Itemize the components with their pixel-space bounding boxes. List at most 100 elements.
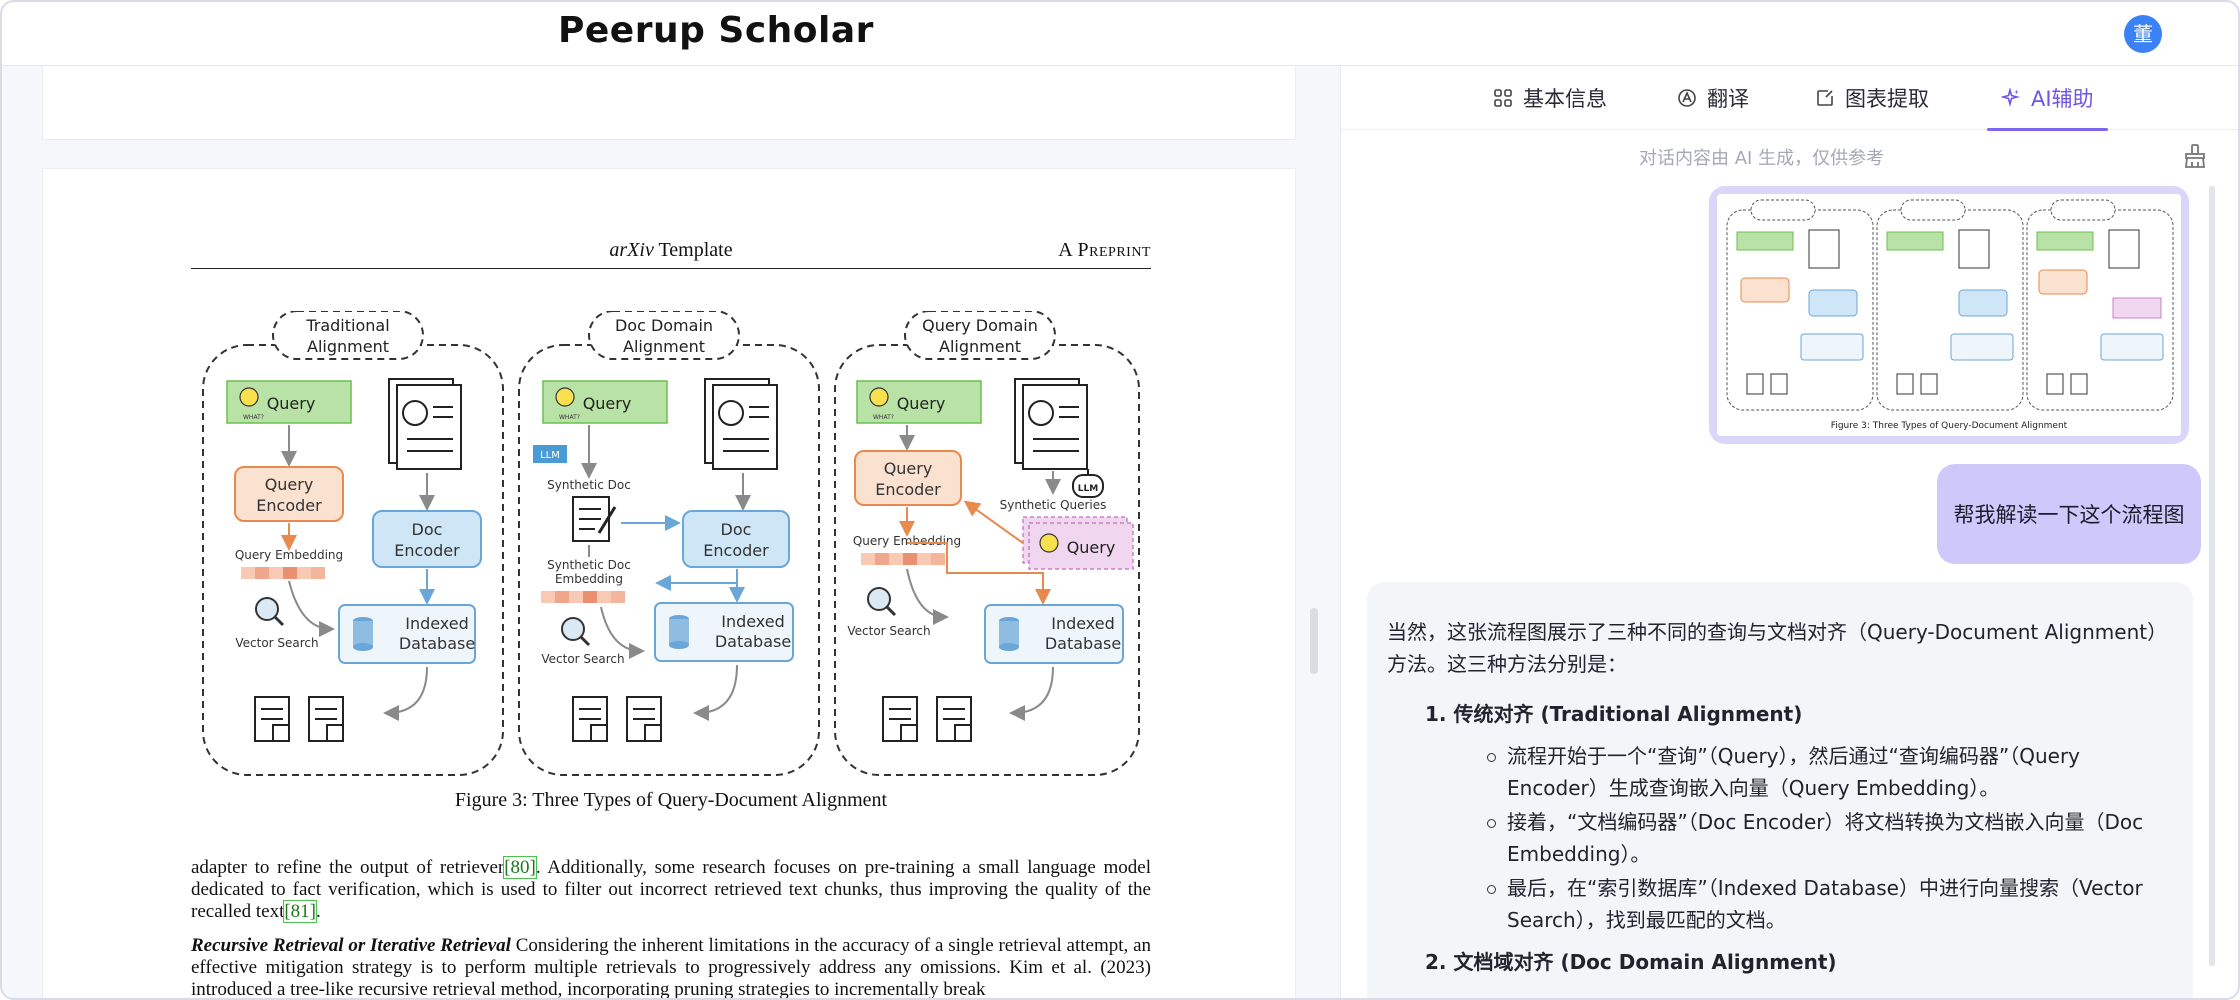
sparkle-icon	[1999, 86, 2021, 108]
chat-scrollbar[interactable]	[2209, 186, 2215, 966]
tab-translate[interactable]: 翻译	[1677, 66, 1749, 130]
panel3-result-docs	[882, 696, 972, 742]
svg-text:Vector Search: Vector Search	[235, 636, 318, 650]
svg-text:Query: Query	[1067, 538, 1116, 557]
svg-text:Embedding: Embedding	[555, 572, 623, 586]
ai-bullet: 流程开始于一个“查询”（Query），然后通过“查询编码器”（Query Enc…	[1487, 740, 2173, 804]
lightbulb-icon	[239, 387, 259, 407]
panel1-document-icon	[388, 378, 462, 470]
ai-response-message: 当然，这张流程图展示了三种不同的查询与文档对齐（Query-Document A…	[1367, 582, 2193, 998]
figure-caption: Figure 3: Three Types of Query-Document …	[454, 789, 888, 811]
paragraph-1: adapter to refine the output of retrieve…	[191, 856, 1152, 923]
svg-text:LLM: LLM	[540, 450, 560, 461]
svg-text:Database: Database	[399, 634, 475, 653]
svg-text:Indexed: Indexed	[405, 614, 469, 633]
panel2-query: Query	[583, 394, 632, 413]
user-text-message: 帮我解读一下这个流程图	[1937, 464, 2201, 564]
svg-text:Encoder: Encoder	[394, 541, 460, 560]
citation-link-80[interactable]: [80]	[503, 856, 537, 879]
svg-text:Encoder: Encoder	[875, 480, 941, 499]
panel2-title-line2: Alignment	[623, 337, 705, 356]
chat-thread[interactable]: Figure 3: Three Types of Query-Document …	[1341, 186, 2238, 998]
panel1-result-docs	[254, 696, 344, 742]
ai-section-1: 1. 传统对齐 (Traditional Alignment) 流程开始于一个“…	[1387, 698, 2173, 936]
svg-text:Doc: Doc	[412, 520, 443, 539]
ai-response-intro: 当然，这张流程图展示了三种不同的查询与文档对齐（Query-Document A…	[1387, 620, 2168, 676]
top-header: Peerup Scholar 董	[2, 2, 2238, 66]
pdf-viewer[interactable]: arXiv Template A Preprint Traditional	[2, 66, 1340, 998]
running-head-template: Template	[653, 239, 733, 261]
svg-text:Vector Search: Vector Search	[541, 652, 624, 666]
svg-text:WHAT?: WHAT?	[559, 414, 580, 421]
svg-text:Synthetic Doc: Synthetic Doc	[547, 478, 631, 492]
tab-basic-info[interactable]: 基本信息	[1493, 66, 1607, 130]
figure-3: Traditional Alignment WHAT? Query Query …	[191, 310, 1151, 781]
svg-text:Database: Database	[1045, 634, 1121, 653]
tab-chart-extract[interactable]: 图表提取	[1815, 66, 1929, 130]
synthetic-query-cards: Query	[1022, 516, 1134, 570]
panel1-query: Query	[267, 394, 316, 413]
user-image-message[interactable]: Figure 3: Three Types of Query-Document …	[1709, 186, 2189, 444]
tab-ai-assist[interactable]: AI辅助	[1987, 66, 2108, 131]
svg-text:Database: Database	[715, 632, 791, 651]
panel1-title-line1: Traditional	[305, 316, 389, 335]
panel3-embedding-strip	[861, 553, 945, 565]
panel-query-domain: Query Domain Alignment WHAT? Query Query…	[834, 310, 1140, 776]
panel3-query: Query	[897, 394, 946, 413]
side-panel-tabs: 基本信息 翻译 图表提取 AI辅助	[1341, 66, 2238, 131]
panel1-title-line2: Alignment	[307, 337, 389, 356]
pdf-scrollbar[interactable]	[1310, 608, 1318, 674]
panel3-title-line1: Query Domain	[922, 316, 1038, 335]
ai-section-1-heading: 1. 传统对齐 (Traditional Alignment)	[1425, 702, 1803, 726]
svg-text:Query: Query	[884, 459, 933, 478]
thumbnail-caption: Figure 3: Three Types of Query-Document …	[1831, 421, 2068, 431]
running-head-preprint: A Preprint	[1058, 239, 1151, 261]
ai-bullet: 接着，“文档编码器”（Doc Encoder）将文档转换为文档嵌入向量（Doc …	[1487, 806, 2173, 870]
svg-text:Encoder: Encoder	[703, 541, 769, 560]
brand-logo[interactable]: Peerup Scholar	[558, 10, 874, 51]
panel3-title-line2: Alignment	[939, 337, 1021, 356]
running-head: arXiv Template A Preprint	[191, 239, 1151, 269]
ai-section-2: 2. 文档域对齐 (Doc Domain Alignment)	[1387, 946, 2173, 978]
paper-body: adapter to refine the output of retrieve…	[191, 856, 1152, 998]
user-avatar[interactable]: 董	[2124, 15, 2162, 53]
ai-disclaimer: 对话内容由 AI 生成，仅供参考	[1639, 148, 1885, 169]
citation-link-81[interactable]: [81]	[283, 900, 318, 923]
svg-text:Synthetic Queries: Synthetic Queries	[1000, 498, 1107, 512]
paragraph-2-heading: Recursive Retrieval or Iterative Retriev…	[191, 935, 511, 956]
panel-doc-domain: Doc Domain Alignment WHAT? Query LLM Syn…	[518, 310, 820, 776]
svg-text:Query: Query	[265, 475, 314, 494]
clear-chat-icon[interactable]	[2181, 142, 2209, 170]
svg-text:Indexed: Indexed	[1051, 614, 1115, 633]
chart-extract-icon	[1815, 88, 1835, 108]
panel2-embedding-strip	[541, 591, 625, 603]
svg-text:Indexed: Indexed	[721, 612, 785, 631]
disclaimer-row: 对话内容由 AI 生成，仅供参考	[1341, 142, 2238, 172]
panel2-document-icon	[704, 378, 778, 470]
ai-section-2-heading: 2. 文档域对齐 (Doc Domain Alignment)	[1425, 950, 1837, 974]
robot-llm-icon: LLM	[1072, 469, 1104, 498]
panel3-document-icon	[1014, 378, 1088, 470]
pdf-page-previous	[42, 66, 1296, 140]
panel1-embedding-strip	[241, 567, 325, 579]
svg-text:Encoder: Encoder	[256, 496, 322, 515]
panel2-result-docs	[572, 696, 662, 742]
side-panel: 基本信息 翻译 图表提取 AI辅助 对话内容由	[1340, 66, 2238, 998]
svg-text:WHAT?: WHAT?	[873, 414, 894, 421]
panel2-title-line1: Doc Domain	[615, 316, 713, 335]
panel-traditional: Traditional Alignment WHAT? Query Query …	[202, 310, 504, 776]
grid-icon	[1493, 88, 1513, 108]
synthetic-doc-icon	[572, 496, 617, 542]
magnifier-icon	[255, 597, 279, 621]
svg-text:WHAT?: WHAT?	[243, 414, 264, 421]
pdf-page: arXiv Template A Preprint Traditional	[42, 168, 1296, 998]
alignment-diagram: Traditional Alignment WHAT? Query Query …	[202, 310, 1140, 776]
figure-thumbnail[interactable]: Figure 3: Three Types of Query-Document …	[1717, 194, 2181, 436]
svg-text:Synthetic Doc: Synthetic Doc	[547, 558, 631, 572]
ai-bullet: 最后，在“索引数据库”（Indexed Database）中进行向量搜索（Vec…	[1487, 872, 2173, 936]
svg-text:Query Embedding: Query Embedding	[853, 534, 961, 548]
svg-text:LLM: LLM	[1078, 484, 1098, 494]
figure-thumbnail-image: Figure 3: Three Types of Query-Document …	[1726, 199, 2174, 431]
svg-text:Vector Search: Vector Search	[847, 624, 930, 638]
